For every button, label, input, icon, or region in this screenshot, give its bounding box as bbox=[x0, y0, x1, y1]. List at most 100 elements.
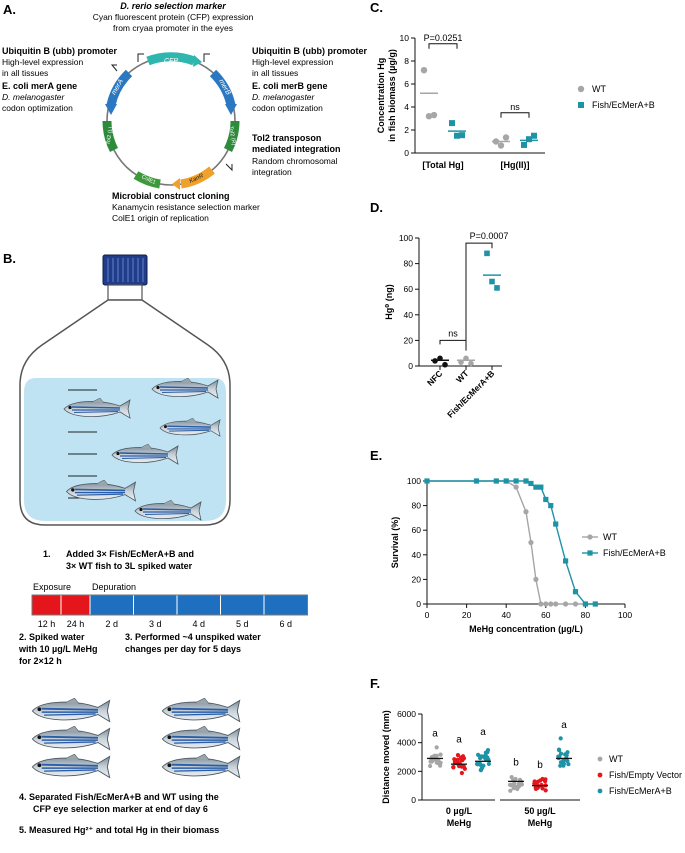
timeline-segment bbox=[31, 594, 62, 616]
data-point-fish bbox=[531, 132, 537, 139]
y-tick-label: 4000 bbox=[397, 738, 416, 748]
data-point-fish bbox=[548, 503, 554, 509]
mera-arrowhead bbox=[105, 104, 117, 115]
merb-line1: D. melanogaster bbox=[252, 92, 316, 102]
data-point-wt bbox=[533, 576, 539, 583]
right-ubb-line1: High-level expression bbox=[252, 57, 334, 67]
merb-segment bbox=[209, 69, 236, 107]
data-point-fish bbox=[449, 120, 455, 127]
data-point bbox=[508, 783, 513, 788]
data-point bbox=[477, 761, 482, 766]
data-point bbox=[494, 285, 500, 291]
mera-line2: codon optimization bbox=[2, 103, 73, 113]
tol2-title2: mediated integration bbox=[252, 144, 341, 154]
step3-line1: 3. Performed ~4 unspiked water bbox=[125, 632, 261, 642]
separated-fish-left bbox=[31, 698, 111, 723]
panel-b-letter: B. bbox=[3, 251, 16, 266]
data-point-fish bbox=[592, 601, 598, 607]
panel-c-letter: C. bbox=[370, 0, 383, 15]
data-point bbox=[428, 763, 433, 769]
data-point bbox=[538, 778, 543, 783]
data-point-fish bbox=[493, 478, 499, 484]
y-tick-label: 100 bbox=[399, 233, 413, 243]
timeline-segment bbox=[89, 594, 134, 616]
timeline-tick-label: 4 d bbox=[192, 619, 205, 629]
cloning-line2: ColE1 origin of replication bbox=[112, 213, 209, 223]
significance-letter: a bbox=[456, 734, 462, 745]
timeline-segment bbox=[176, 594, 221, 616]
step1-number: 1. bbox=[43, 549, 51, 559]
data-point bbox=[432, 753, 437, 758]
data-point-fish bbox=[582, 601, 588, 607]
panel-d-letter: D. bbox=[370, 200, 383, 215]
data-point bbox=[459, 757, 464, 763]
x-tick-label: 40 bbox=[501, 610, 511, 620]
group-label: 50 µg/L bbox=[524, 806, 556, 816]
data-point bbox=[557, 748, 562, 753]
data-point-wt bbox=[502, 134, 510, 141]
data-point bbox=[557, 754, 562, 759]
data-point bbox=[558, 736, 563, 741]
promoter-flag bbox=[137, 53, 144, 62]
group-label: MeHg bbox=[528, 818, 553, 828]
y-axis-label: Concentration Hg bbox=[376, 58, 386, 134]
data-point bbox=[468, 360, 474, 367]
exposure-label: Exposure bbox=[33, 582, 71, 592]
timeline-segment bbox=[263, 594, 308, 616]
y-tick-label: 0 bbox=[411, 795, 416, 805]
data-point-fish bbox=[563, 558, 569, 564]
legend-marker-wt bbox=[587, 534, 593, 540]
x-tick-label: WT bbox=[454, 368, 471, 385]
separated-fish-right bbox=[161, 754, 241, 779]
y-tick-label: 40 bbox=[412, 550, 422, 560]
legend-label-wt: WT bbox=[592, 84, 606, 94]
data-point-wt bbox=[563, 601, 569, 607]
y-tick-label: 8 bbox=[404, 56, 409, 66]
data-point-fish bbox=[459, 132, 465, 139]
y-tick-label: 60 bbox=[412, 525, 422, 535]
data-point bbox=[543, 779, 548, 784]
data-point-fish bbox=[424, 478, 430, 484]
timeline-tick-label: 24 h bbox=[67, 619, 85, 629]
cole1-segment bbox=[133, 171, 161, 189]
significance-letter: a bbox=[480, 727, 486, 738]
separated-fish-left bbox=[31, 726, 111, 751]
data-point-fish bbox=[533, 484, 539, 490]
separated-fish-right bbox=[161, 698, 241, 723]
panel-b: B. 1. Added 3× Fish/EcMerA+B and 3× WT f… bbox=[3, 251, 308, 835]
significance-bracket bbox=[439, 339, 467, 345]
series-line-wt bbox=[427, 480, 596, 605]
significance-bracket bbox=[428, 43, 458, 49]
significance-letter: b bbox=[513, 757, 519, 768]
timeline-tick-label: 2 d bbox=[105, 619, 118, 629]
tol2-left-label: Tol2 (L) bbox=[105, 126, 114, 145]
cfp-segment bbox=[146, 52, 196, 66]
tol2-left-segment bbox=[102, 120, 119, 153]
legend-label: Fish/EcMerA+B bbox=[609, 786, 672, 796]
legend-label: WT bbox=[609, 754, 623, 764]
data-point bbox=[511, 786, 516, 791]
mera-line1: D. melanogaster bbox=[2, 92, 66, 102]
data-point bbox=[486, 761, 491, 767]
data-point-wt bbox=[430, 111, 438, 119]
merb-line2: codon optimization bbox=[252, 103, 323, 113]
x-tick-label: Fish/EcMerA+B bbox=[445, 368, 496, 419]
bottle-cap bbox=[102, 254, 148, 286]
y-tick-label: 80 bbox=[404, 259, 414, 269]
data-point bbox=[460, 754, 466, 759]
left-ubb-title: Ubiquitin B (ubb) promoter bbox=[2, 46, 117, 56]
data-point-fish bbox=[473, 478, 480, 484]
data-point bbox=[479, 766, 485, 771]
data-point bbox=[540, 786, 545, 791]
x-tick-label: 60 bbox=[541, 610, 551, 620]
group-label: MeHg bbox=[447, 818, 472, 828]
data-point bbox=[434, 760, 439, 765]
step2-line3: for 2×12 h bbox=[19, 656, 62, 666]
data-point-fish bbox=[572, 589, 579, 595]
data-point-wt bbox=[553, 601, 559, 607]
data-point bbox=[558, 763, 563, 768]
